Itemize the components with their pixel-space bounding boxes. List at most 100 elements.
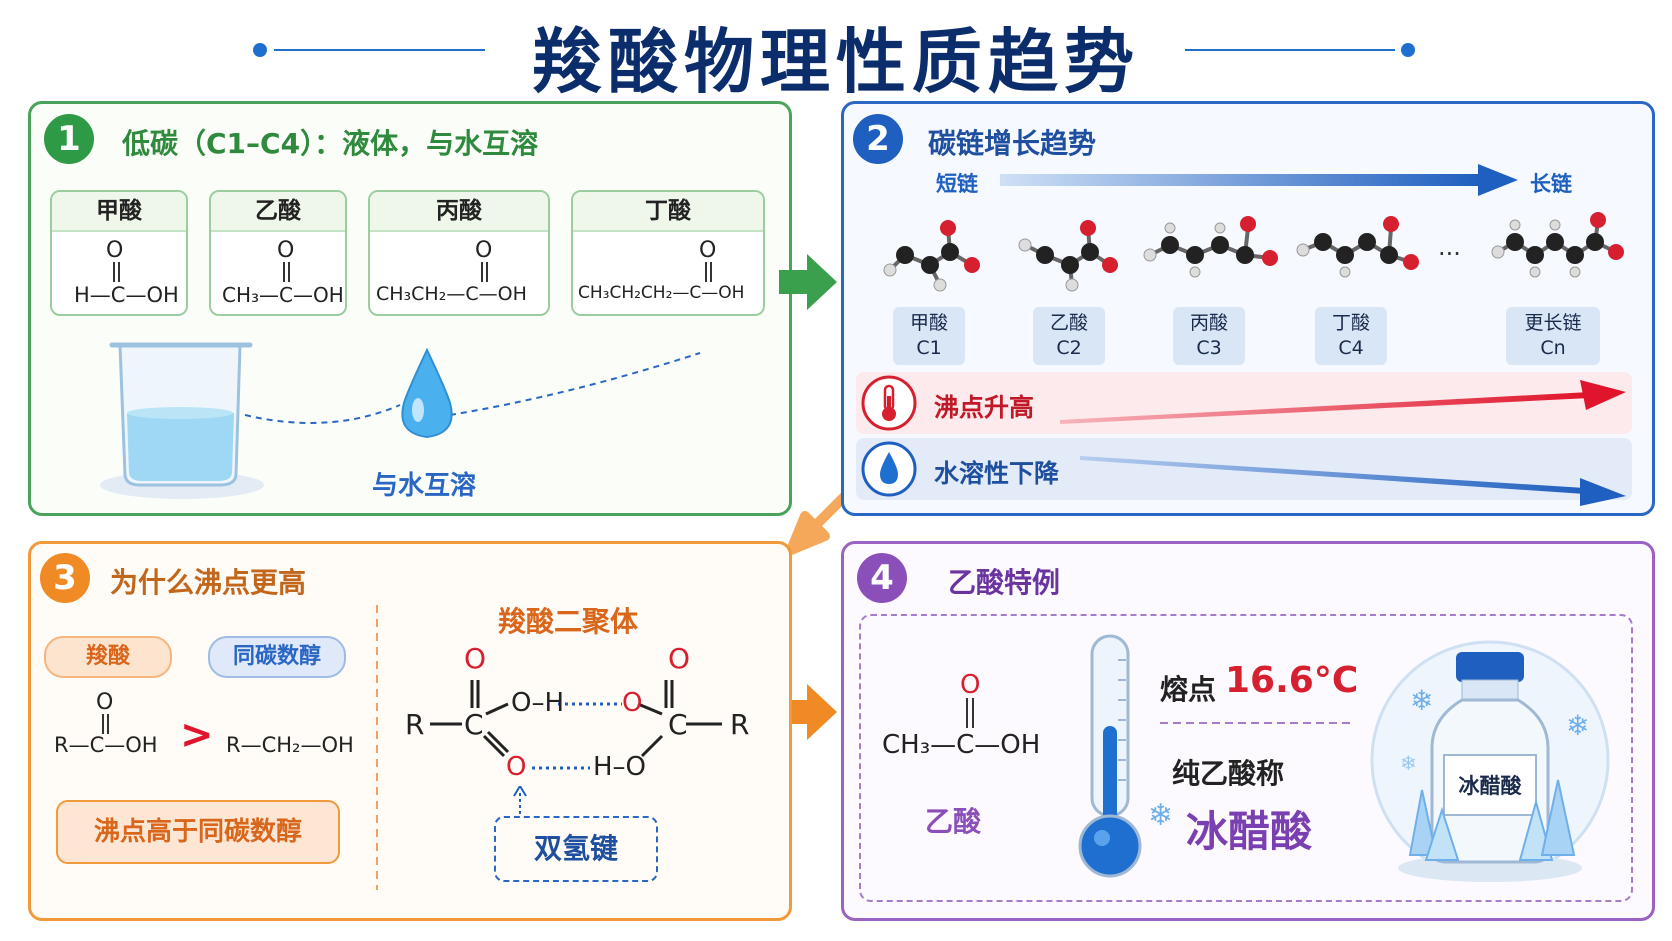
divider-dashed bbox=[1160, 722, 1350, 724]
glacial-acetic-acid-label: 冰醋酸 bbox=[1186, 807, 1313, 856]
water-drop-circle-icon bbox=[861, 441, 917, 497]
card-formic-acid: 甲酸 bbox=[50, 190, 188, 316]
trend-down-arrow bbox=[1080, 456, 1626, 506]
snowflake-icon: ❄ bbox=[1566, 709, 1589, 742]
trend-up-label: 沸点升高 bbox=[934, 393, 1035, 422]
molecule-label-c1: 甲酸 C1 bbox=[893, 307, 965, 365]
dimer-o-top-left: O bbox=[464, 642, 487, 675]
dimer-o-bottom-left: O bbox=[506, 752, 527, 782]
dimer-title: 羧酸二聚体 bbox=[498, 605, 639, 638]
formula-oxygen: O bbox=[277, 238, 295, 263]
molecule-models bbox=[883, 212, 1624, 292]
beaker-and-water-illustration bbox=[100, 342, 701, 499]
card-name: 丁酸 bbox=[573, 192, 763, 232]
hbond-label: 双氢键 bbox=[494, 816, 658, 882]
molecule-code: C4 bbox=[1338, 337, 1364, 359]
card-propionic-acid: 丙酸 bbox=[368, 190, 550, 316]
long-chain-label: 长链 bbox=[1530, 172, 1572, 196]
panel2-number-badge: 2 bbox=[853, 114, 903, 164]
formula-oxygen: O bbox=[106, 238, 124, 263]
trend-down-label: 水溶性下降 bbox=[934, 459, 1060, 488]
double-bond bbox=[481, 262, 488, 282]
ellipsis: ··· bbox=[1438, 240, 1461, 268]
acid-oxygen: O bbox=[96, 690, 114, 715]
panel4-title: 乙酸特例 bbox=[948, 566, 1061, 599]
bottle-label: 冰醋酸 bbox=[1458, 774, 1522, 798]
thermometer-icon bbox=[861, 375, 917, 431]
molecule-code: Cn bbox=[1540, 337, 1566, 359]
pure-called-label: 纯乙酸称 bbox=[1172, 757, 1285, 790]
title-left-ornament bbox=[253, 43, 485, 57]
panel2-title: 碳链增长趋势 bbox=[928, 127, 1097, 160]
glacial-acetic-acid-bottle-illustration: ❄ ❄ ❄ bbox=[1370, 640, 1610, 882]
hbond-pointer bbox=[513, 786, 527, 814]
title-right-ornament bbox=[1185, 43, 1415, 57]
alcohol-formula: R—CH₂—OH bbox=[226, 733, 354, 757]
dimer-o-top-right: O bbox=[668, 642, 691, 675]
alcohol-pill: 同碳数醇 bbox=[208, 636, 346, 678]
melting-point-label: 熔点 bbox=[1160, 673, 1217, 706]
boiling-point-trend-band bbox=[856, 372, 1632, 434]
miscible-label: 与水互溶 bbox=[372, 471, 477, 501]
arrow-diagonal-orange bbox=[786, 490, 851, 555]
panel3-title: 为什么沸点更高 bbox=[110, 566, 307, 599]
molecule-name: 丁酸 bbox=[1331, 312, 1370, 334]
double-bond bbox=[102, 714, 109, 734]
molecule-model-cn bbox=[1491, 212, 1624, 278]
dimer-c-right: C bbox=[668, 708, 688, 741]
panel4-number-badge: 4 bbox=[857, 553, 907, 603]
panel1-number-badge: 1 bbox=[44, 114, 94, 164]
molecule-model-c4 bbox=[1296, 216, 1419, 278]
page-title: 羧酸物理性质趋势 bbox=[532, 21, 1140, 103]
acetic-name: 乙酸 bbox=[925, 805, 982, 838]
card-name: 乙酸 bbox=[211, 192, 345, 232]
snowflake-icon: ❄ bbox=[1410, 684, 1433, 717]
molecule-model-c2 bbox=[1018, 220, 1118, 292]
card-name: 丙酸 bbox=[370, 192, 548, 232]
melting-point-value: 16.6°C bbox=[1225, 660, 1359, 701]
snowflake-icon: ❄ bbox=[1400, 751, 1417, 775]
acid-formula: R—C—OH bbox=[54, 733, 158, 757]
molecule-label-c4: 丁酸 C4 bbox=[1315, 307, 1387, 365]
formula-text: CH₃CH₂—C—OH bbox=[376, 283, 527, 305]
dimer-c-left: C bbox=[464, 708, 484, 741]
double-bond bbox=[113, 262, 120, 282]
molecule-code: C3 bbox=[1196, 337, 1222, 359]
arrow-right-green bbox=[779, 254, 837, 310]
formula-oxygen: O bbox=[699, 238, 717, 263]
greater-than-sign: > bbox=[180, 712, 214, 758]
molecule-name: 甲酸 bbox=[909, 312, 948, 334]
dimer-o-mid-right: O bbox=[622, 688, 643, 718]
dimer-bonds bbox=[430, 680, 722, 770]
molecule-name: 乙酸 bbox=[1049, 312, 1088, 334]
double-bond bbox=[705, 262, 712, 282]
acid-pill: 羧酸 bbox=[44, 636, 172, 678]
chain-length-arrow bbox=[1000, 164, 1518, 196]
formula-text: CH₃—C—OH bbox=[222, 283, 344, 307]
dimer-r-right: R bbox=[730, 708, 750, 741]
acetic-oxygen: O bbox=[960, 670, 981, 700]
formula-oxygen: O bbox=[475, 238, 493, 263]
divider bbox=[376, 605, 378, 890]
formula-text: CH₃CH₂CH₂—C—OH bbox=[578, 283, 745, 303]
double-bond bbox=[283, 262, 290, 282]
molecule-model-c3 bbox=[1143, 216, 1278, 278]
formula-text: H—C—OH bbox=[74, 283, 179, 307]
dimer-oh-left: O–H bbox=[511, 688, 565, 718]
panel1-title: 低碳（C1–C4）：液体，与水互溶 bbox=[122, 127, 539, 160]
molecule-code: C1 bbox=[916, 337, 942, 359]
dimer-ho-right: H–O bbox=[593, 752, 647, 782]
acetic-acid-detail-box bbox=[859, 614, 1633, 902]
arrow-right-orange bbox=[779, 684, 837, 740]
conclusion-box: 沸点高于同碳数醇 bbox=[56, 800, 340, 864]
dimer-r-left: R bbox=[405, 708, 425, 741]
thermometer-illustration: ❄ bbox=[1078, 634, 1170, 878]
molecule-name: 更长链 bbox=[1524, 312, 1582, 334]
molecule-model-c1 bbox=[883, 220, 980, 292]
card-acetic-acid: 乙酸 bbox=[209, 190, 347, 316]
panel-why-higher-boiling-point bbox=[28, 541, 792, 921]
double-bond bbox=[966, 698, 974, 728]
snowflake-icon: ❄ bbox=[1148, 798, 1170, 833]
